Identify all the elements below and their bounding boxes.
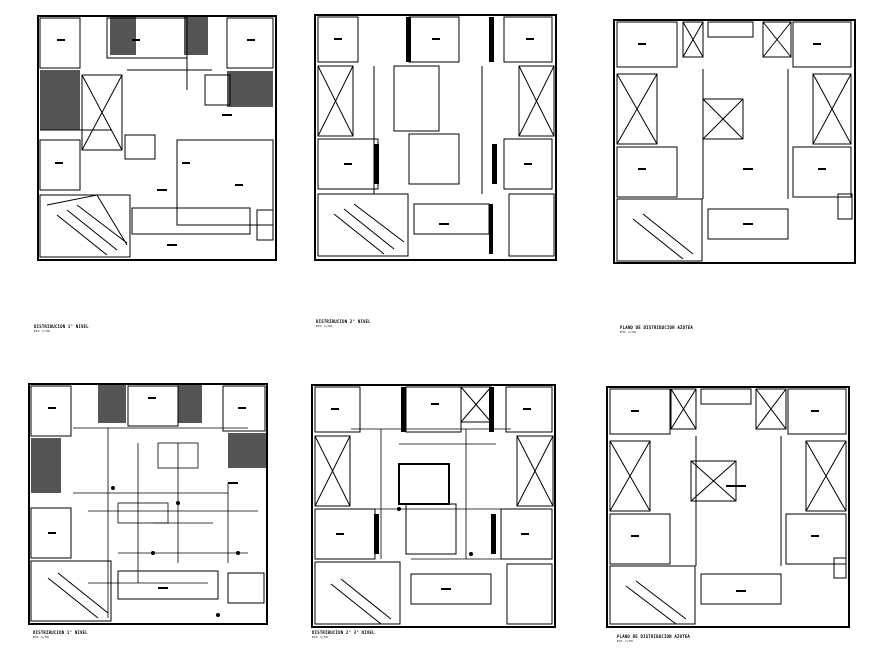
floor-plan-4 xyxy=(28,383,268,625)
plan-4-scale: ESC 1/50 xyxy=(33,635,50,639)
plan-3-caption: PLANO DE DISTRIBUCION AZOTEA ESC 1/50 xyxy=(620,325,693,335)
floor-plan-5-drawing xyxy=(311,384,556,628)
plan-2-title: DISTRIBUCION 2° NIVEL xyxy=(316,319,371,324)
plan-5-scale: ESC 1/50 xyxy=(312,635,329,639)
plan-1-title: DISTRIBUCION 1° NIVEL xyxy=(34,324,89,329)
plan-1-scale: ESC 1/50 xyxy=(34,329,51,333)
plan-6-scale: ESC 1/50 xyxy=(617,639,634,643)
plan-2-scale: ESC 1/50 xyxy=(316,324,333,328)
plan-5-caption: DISTRIBUCION 2° 3° NIVEL ESC 1/50 xyxy=(312,630,375,640)
floor-plan-3 xyxy=(613,19,856,264)
floor-plan-6-drawing xyxy=(606,386,850,628)
plan-6-caption: PLANO DE DISTRIBUCION AZOTEA ESC 1/50 xyxy=(617,634,690,644)
plan-5-title: DISTRIBUCION 2° 3° NIVEL xyxy=(312,630,375,635)
floor-plan-3-drawing xyxy=(613,19,856,264)
plan-1-caption: DISTRIBUCION 1° NIVEL ESC 1/50 xyxy=(34,324,89,334)
plan-4-title: DISTRIBUCION 1° NIVEL xyxy=(33,630,88,635)
floor-plan-2-drawing xyxy=(314,14,557,261)
floor-plan-4-drawing xyxy=(28,383,268,625)
plan-3-scale: ESC 1/50 xyxy=(620,330,637,334)
floor-plan-1-drawing xyxy=(37,15,277,261)
plan-4-caption: DISTRIBUCION 1° NIVEL ESC 1/50 xyxy=(33,630,88,640)
plan-3-title: PLANO DE DISTRIBUCION AZOTEA xyxy=(620,325,694,330)
floor-plan-1 xyxy=(37,15,277,261)
plan-6-title: PLANO DE DISTRIBUCION AZOTEA xyxy=(617,634,691,639)
floor-plan-6 xyxy=(606,386,850,628)
floor-plan-5 xyxy=(311,384,556,628)
plan-2-caption: DISTRIBUCION 2° NIVEL ESC 1/50 xyxy=(316,319,371,329)
floor-plan-2 xyxy=(314,14,557,261)
